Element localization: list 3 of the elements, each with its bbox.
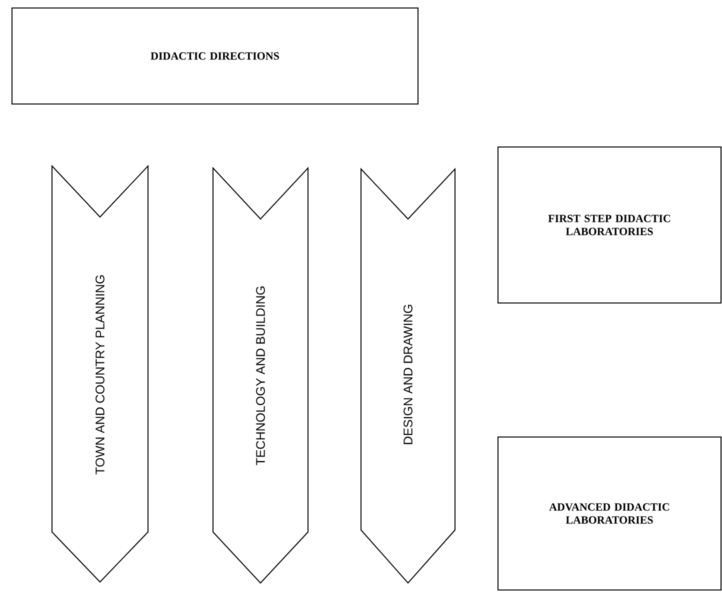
text-box: ADVANCED DIDACTIC LABORATORIES	[498, 436, 722, 590]
text-box: DIDACTIC DIRECTIONS	[12, 8, 418, 104]
text-box: FIRST STEP DIDACTIC LABORATORIES	[498, 146, 722, 304]
